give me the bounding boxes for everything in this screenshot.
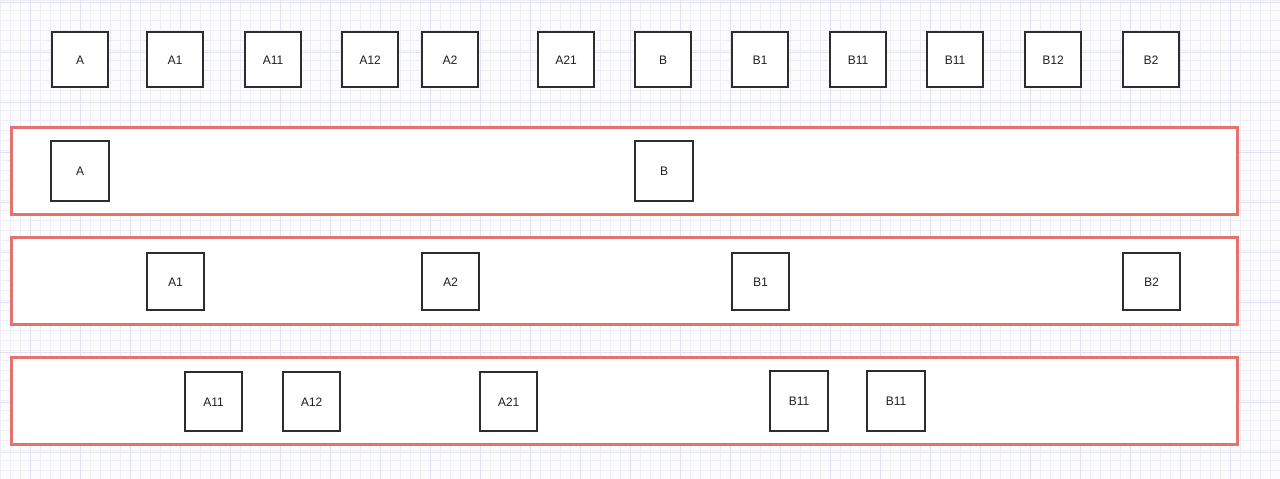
node-A12[interactable]: A12: [341, 31, 399, 88]
node-B11[interactable]: B11: [866, 370, 926, 432]
node-B2[interactable]: B2: [1122, 252, 1181, 311]
node-A21[interactable]: A21: [479, 371, 538, 432]
node-A1[interactable]: A1: [146, 252, 205, 311]
node-A[interactable]: A: [51, 31, 109, 88]
node-A11[interactable]: A11: [244, 31, 302, 88]
node-A2[interactable]: A2: [421, 252, 480, 311]
node-A1[interactable]: A1: [146, 31, 204, 88]
node-B1[interactable]: B1: [731, 31, 789, 88]
node-A2[interactable]: A2: [421, 31, 479, 88]
node-B2[interactable]: B2: [1122, 31, 1180, 88]
node-B11[interactable]: B11: [829, 31, 887, 88]
node-B11[interactable]: B11: [926, 31, 984, 88]
node-A[interactable]: A: [50, 140, 110, 202]
node-A12[interactable]: A12: [282, 371, 341, 432]
node-B12[interactable]: B12: [1024, 31, 1082, 88]
node-B11[interactable]: B11: [769, 370, 829, 432]
lane-level-1[interactable]: [10, 126, 1239, 216]
node-A11[interactable]: A11: [184, 371, 243, 432]
node-B[interactable]: B: [634, 140, 694, 202]
node-B[interactable]: B: [634, 31, 692, 88]
node-A21[interactable]: A21: [537, 31, 595, 88]
node-B1[interactable]: B1: [731, 252, 790, 311]
lane-level-2[interactable]: [10, 236, 1239, 326]
